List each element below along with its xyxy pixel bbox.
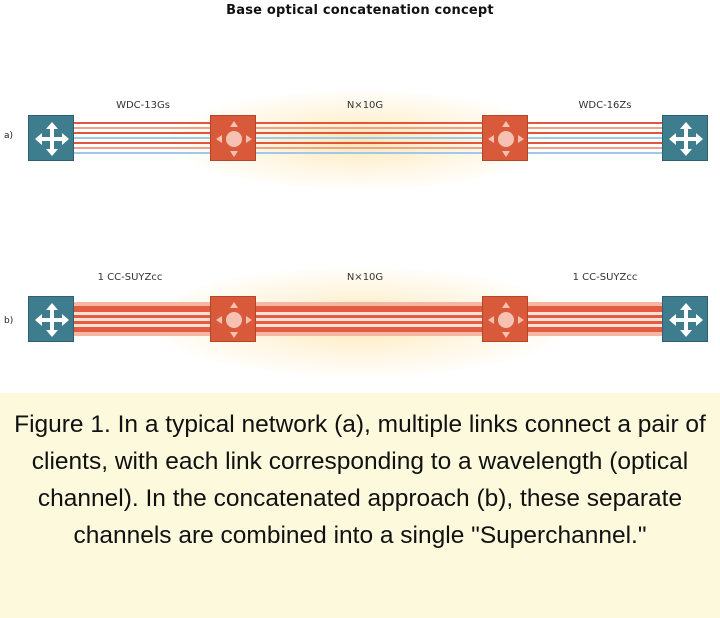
figure-caption: Figure 1. In a typical network (a), mult… bbox=[0, 393, 720, 618]
client-node-a-right bbox=[662, 115, 708, 161]
row-a-left-label: WDC-13Gs bbox=[116, 100, 170, 111]
row-b-diagram: b) 1 CC-SUYZcc N×10G 1 CC-SUYZcc bbox=[0, 267, 720, 377]
four-way-arrows-icon bbox=[669, 303, 703, 337]
roadm-node-b-left bbox=[210, 296, 256, 342]
row-a-diagram: a) WDC-13Gs N×10G WDC-16Zs bbox=[0, 90, 720, 190]
roadm-node-b-right bbox=[482, 296, 528, 342]
roadm-node-a-left bbox=[210, 115, 256, 161]
client-node-b-left bbox=[28, 296, 74, 342]
four-way-arrows-icon bbox=[35, 303, 69, 337]
row-a-links bbox=[72, 118, 664, 158]
roadm-node-icon bbox=[488, 121, 524, 157]
row-b-label: b) bbox=[4, 316, 14, 326]
roadm-node-icon bbox=[216, 302, 252, 338]
client-node-b-right bbox=[662, 296, 708, 342]
figure-title: Base optical concatenation concept bbox=[226, 3, 494, 18]
roadm-node-a-right bbox=[482, 115, 528, 161]
row-a-right-label: WDC-16Zs bbox=[578, 100, 632, 111]
row-a-middle-label: N×10G bbox=[346, 100, 384, 111]
four-way-arrows-icon bbox=[669, 122, 703, 156]
row-b-middle-label: N×10G bbox=[346, 272, 384, 283]
row-b-right-label: 1 CC-SUYZcc bbox=[572, 272, 638, 283]
four-way-arrows-icon bbox=[35, 122, 69, 156]
roadm-node-icon bbox=[488, 302, 524, 338]
row-b-left-label: 1 CC-SUYZcc bbox=[97, 272, 163, 283]
roadm-node-icon bbox=[216, 121, 252, 157]
row-a-label: a) bbox=[4, 131, 14, 141]
client-node-a-left bbox=[28, 115, 74, 161]
row-b-superchannel bbox=[72, 302, 664, 336]
